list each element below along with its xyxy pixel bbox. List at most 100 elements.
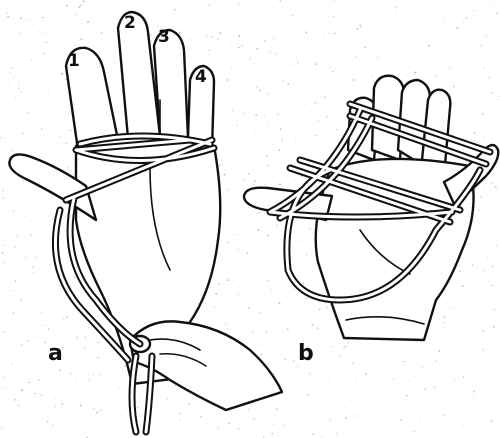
speckle-dot bbox=[347, 93, 348, 94]
speckle-dot bbox=[35, 70, 36, 71]
speckle-dot bbox=[414, 430, 416, 432]
speckle-dot bbox=[397, 22, 398, 23]
speckle-dot bbox=[491, 420, 493, 422]
speckle-dot bbox=[417, 359, 418, 360]
finger-label-4: 4 bbox=[195, 67, 207, 87]
speckle-dot bbox=[268, 426, 269, 427]
speckle-dot bbox=[32, 266, 34, 268]
speckle-dot bbox=[486, 144, 487, 145]
speckle-dot bbox=[444, 316, 446, 318]
speckle-dot bbox=[243, 113, 245, 115]
speckle-dot bbox=[2, 190, 3, 191]
speckle-dot bbox=[100, 410, 101, 411]
speckle-dot bbox=[76, 379, 77, 380]
speckle-dot bbox=[221, 221, 222, 222]
speckle-dot bbox=[347, 365, 348, 366]
speckle-dot bbox=[183, 13, 184, 14]
speckle-dot bbox=[251, 419, 252, 420]
speckle-dot bbox=[74, 384, 75, 385]
speckle-dot bbox=[238, 47, 240, 49]
speckle-dot bbox=[96, 412, 98, 414]
speckle-dot bbox=[3, 85, 4, 86]
speckle-dot bbox=[62, 403, 64, 405]
speckle-dot bbox=[242, 109, 243, 110]
speckle-dot bbox=[295, 138, 297, 140]
speckle-dot bbox=[8, 113, 9, 114]
speckle-dot bbox=[289, 342, 290, 343]
speckle-dot bbox=[61, 400, 62, 401]
speckle-dot bbox=[65, 143, 67, 145]
speckle-dot bbox=[72, 396, 73, 397]
speckle-dot bbox=[112, 434, 113, 435]
speckle-dot bbox=[67, 97, 68, 98]
speckle-dot bbox=[174, 385, 176, 387]
speckle-dot bbox=[466, 138, 467, 139]
speckle-dot bbox=[30, 234, 32, 236]
speckle-dot bbox=[276, 267, 277, 268]
speckle-dot bbox=[466, 17, 468, 19]
speckle-dot bbox=[17, 237, 18, 238]
speckle-dot bbox=[302, 389, 303, 390]
speckle-dot bbox=[256, 48, 258, 50]
speckle-dot bbox=[444, 322, 445, 323]
speckle-dot bbox=[79, 6, 81, 8]
speckle-dot bbox=[258, 212, 260, 214]
speckle-dot bbox=[312, 433, 314, 435]
speckle-dot bbox=[234, 193, 235, 194]
speckle-dot bbox=[227, 329, 228, 330]
speckle-dot bbox=[15, 369, 16, 370]
speckle-dot bbox=[254, 180, 256, 182]
speckle-dot bbox=[442, 20, 444, 22]
speckle-dot bbox=[64, 341, 65, 342]
speckle-dot bbox=[227, 241, 229, 243]
speckle-dot bbox=[25, 257, 27, 259]
speckle-dot bbox=[330, 380, 331, 381]
speckle-dot bbox=[6, 386, 7, 387]
speckle-dot bbox=[297, 309, 298, 310]
speckle-dot bbox=[36, 336, 38, 338]
speckle-dot bbox=[444, 13, 445, 14]
speckle-dot bbox=[44, 32, 46, 34]
speckle-dot bbox=[292, 15, 293, 16]
speckle-dot bbox=[28, 316, 29, 317]
speckle-dot bbox=[454, 380, 455, 381]
speckle-dot bbox=[280, 129, 282, 131]
speckle-dot bbox=[434, 386, 436, 388]
speckle-dot bbox=[117, 107, 118, 108]
speckle-dot bbox=[41, 128, 43, 130]
panel-label-b: b bbox=[298, 341, 314, 366]
speckle-dot bbox=[483, 187, 484, 188]
speckle-dot bbox=[359, 24, 361, 26]
speckle-dot bbox=[261, 354, 263, 356]
speckle-dot bbox=[496, 13, 498, 15]
speckle-dot bbox=[459, 160, 460, 161]
speckle-dot bbox=[74, 403, 75, 404]
speckle-dot bbox=[315, 63, 317, 65]
speckle-dot bbox=[29, 382, 31, 384]
speckle-dot bbox=[474, 100, 475, 101]
speckle-dot bbox=[54, 398, 55, 399]
speckle-dot bbox=[489, 2, 490, 3]
speckle-dot bbox=[345, 346, 347, 348]
speckle-dot bbox=[274, 414, 275, 415]
speckle-dot bbox=[42, 17, 44, 19]
speckle-dot bbox=[282, 79, 284, 81]
speckle-dot bbox=[59, 369, 61, 371]
speckle-dot bbox=[278, 149, 280, 151]
speckle-dot bbox=[273, 423, 274, 424]
speckle-dot bbox=[16, 322, 17, 323]
speckle-dot bbox=[97, 342, 98, 343]
speckle-dot bbox=[137, 407, 139, 409]
speckle-dot bbox=[473, 10, 474, 11]
speckle-dot bbox=[86, 341, 87, 342]
speckle-dot bbox=[333, 16, 335, 18]
speckle-dot bbox=[11, 364, 12, 365]
speckle-dot bbox=[334, 412, 335, 413]
speckle-dot bbox=[438, 349, 439, 350]
speckle-dot bbox=[28, 88, 29, 89]
speckle-dot bbox=[297, 366, 298, 367]
speckle-dot bbox=[268, 148, 269, 149]
speckle-dot bbox=[124, 365, 126, 367]
speckle-dot bbox=[473, 257, 474, 258]
